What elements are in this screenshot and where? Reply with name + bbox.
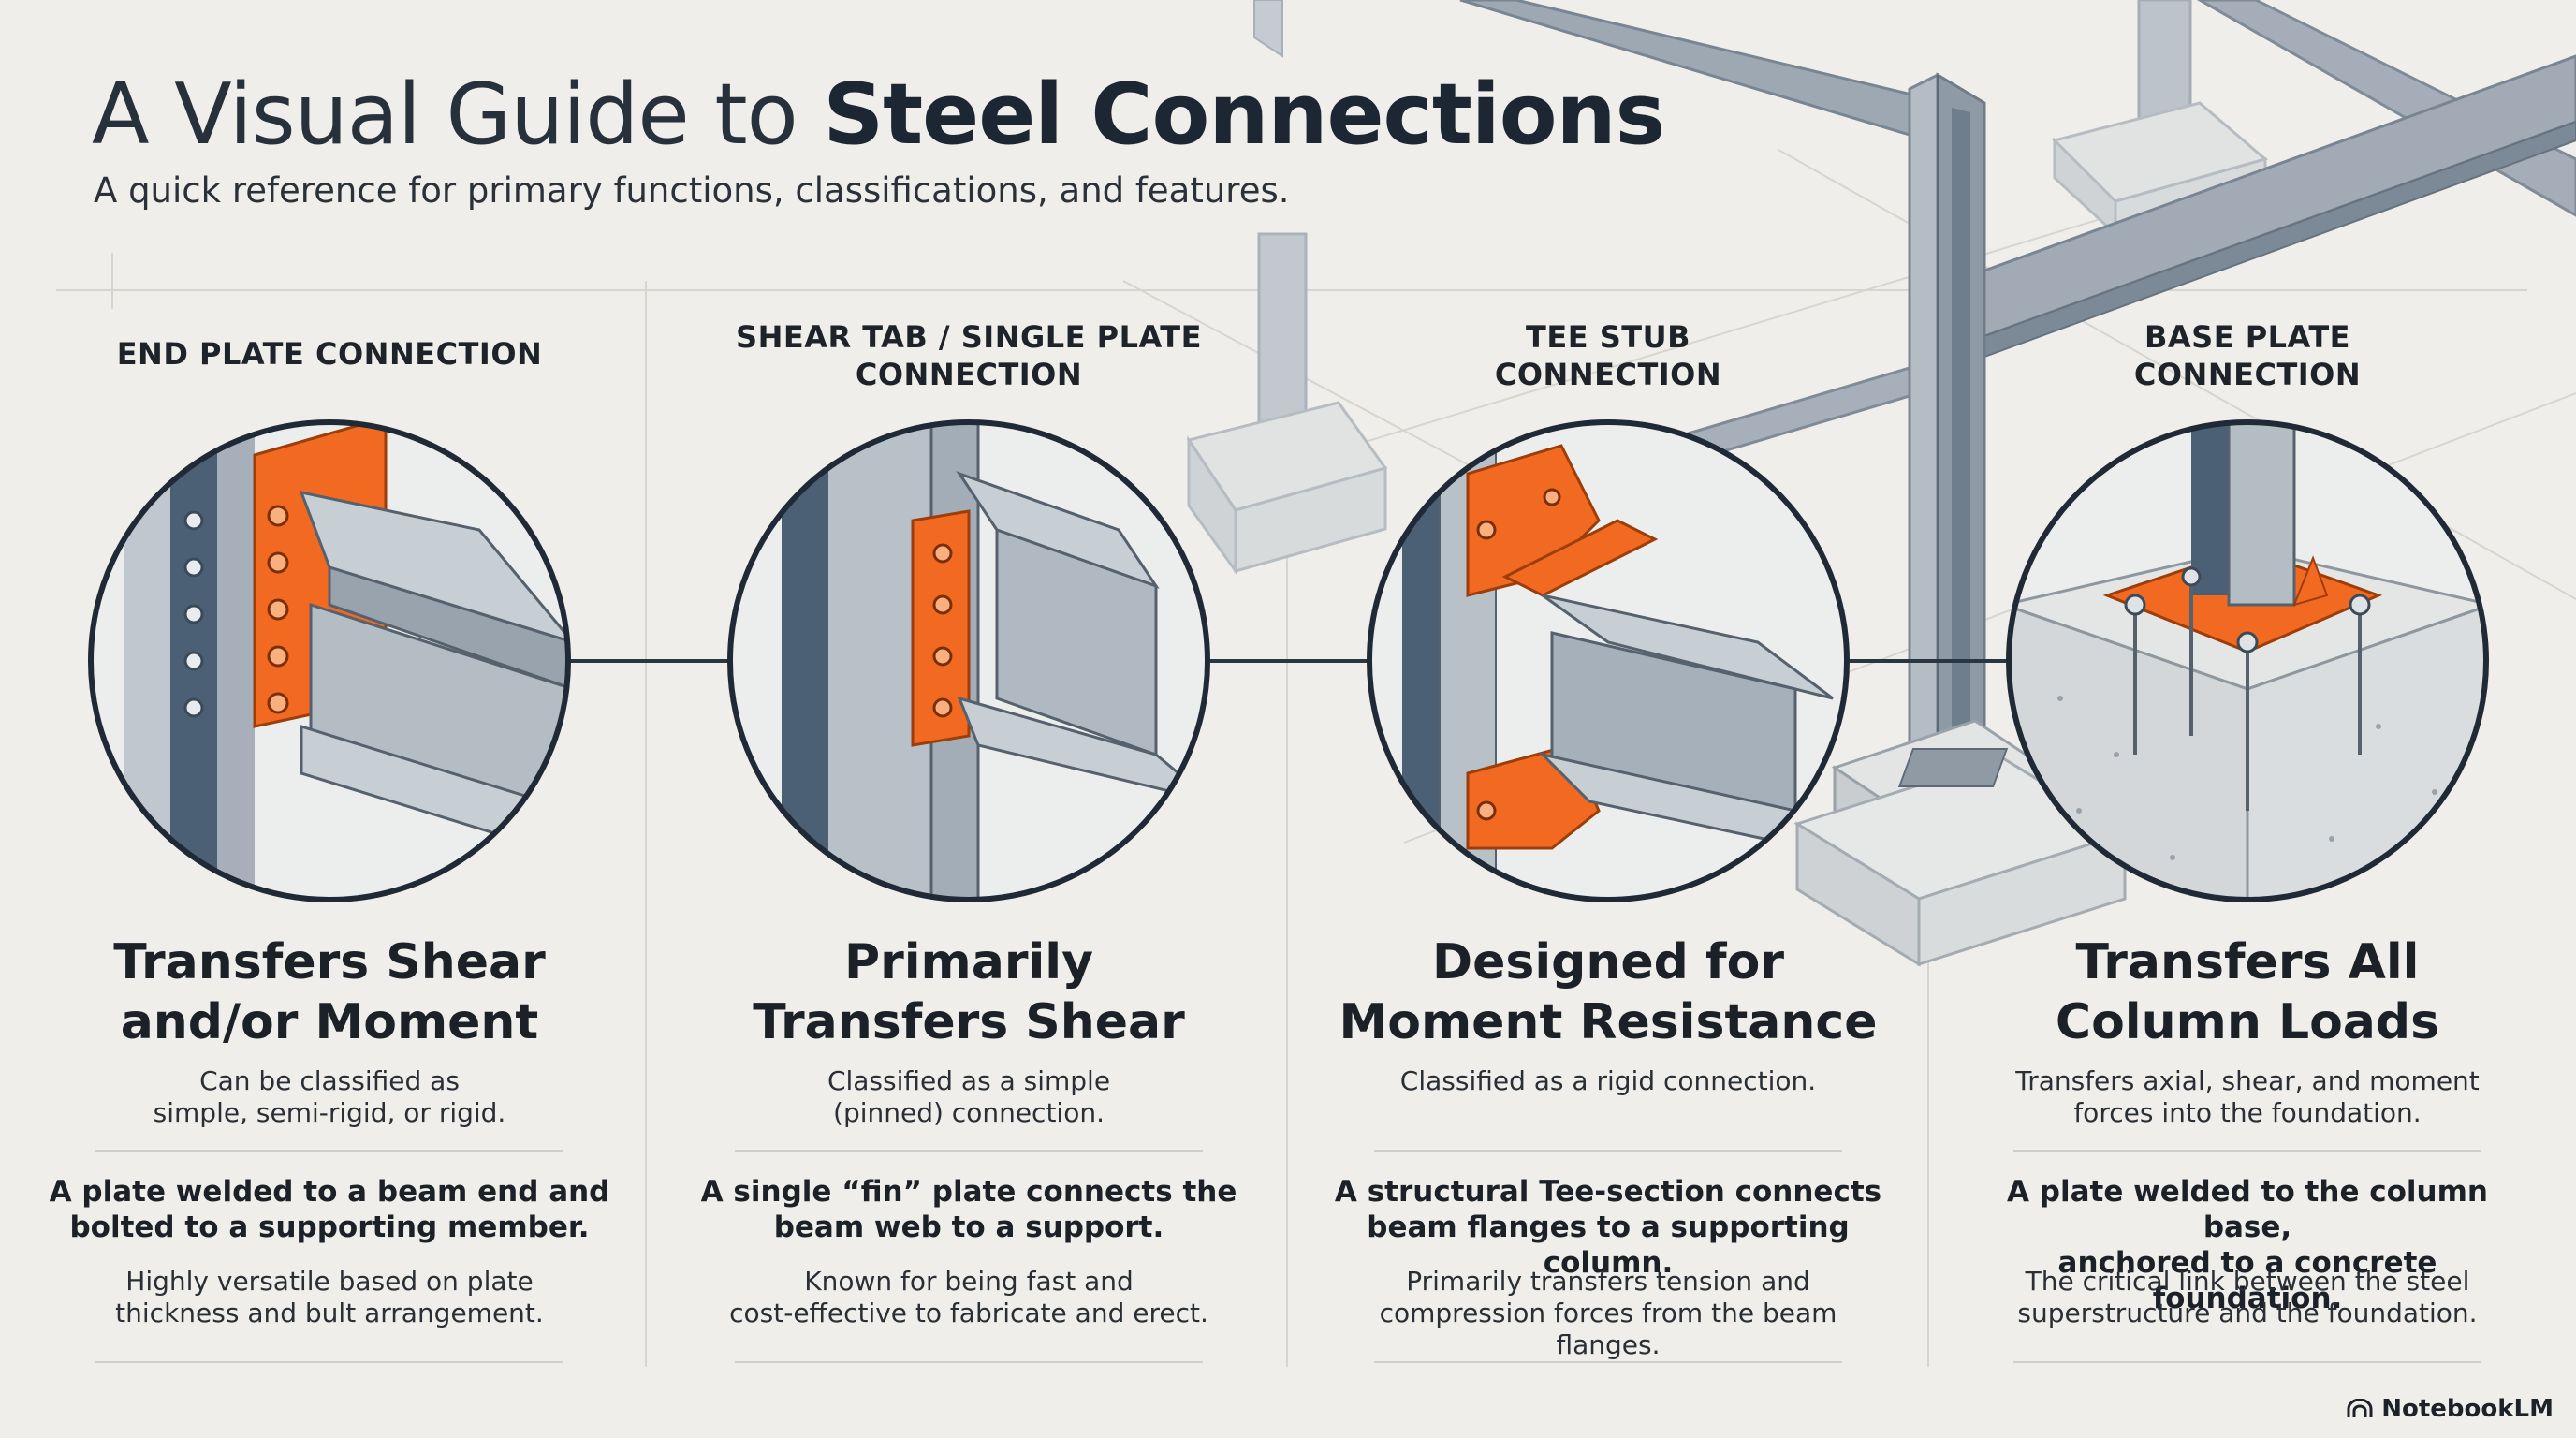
divider bbox=[2013, 1361, 2481, 1363]
description-text: A single “fin” plate connects the beam w… bbox=[700, 1175, 1237, 1244]
base-plate-connection-illustration bbox=[2006, 419, 2489, 902]
page-subtitle: A quick reference for primary functions,… bbox=[94, 170, 1290, 211]
description-text: A plate welded to the column base, ancho… bbox=[2007, 1175, 2488, 1315]
divider bbox=[735, 1150, 1203, 1152]
description-text: A plate welded to a beam end and bolted … bbox=[49, 1175, 610, 1244]
connection-type-label: SHEAR TAB / SINGLE PLATE CONNECTION bbox=[736, 319, 1202, 392]
feature-note: Primarily transfers tension and compress… bbox=[1379, 1266, 1837, 1360]
connection-type-label: END PLATE CONNECTION bbox=[116, 336, 543, 372]
notebooklm-logo-icon bbox=[2347, 1399, 2373, 1417]
background-column-left bbox=[1186, 232, 1388, 576]
shear-tab-plate-shape bbox=[911, 509, 971, 747]
classification-text: Classified as a rigid connection. bbox=[1399, 1065, 1817, 1096]
primary-function-headline: Transfers Shear and/or Moment bbox=[113, 934, 546, 1050]
column-bolt-icons bbox=[183, 510, 204, 718]
brand-name: NotebookLM bbox=[2381, 1395, 2554, 1423]
divider bbox=[1374, 1361, 1842, 1363]
classification-text: Transfers axial, shear, and moment force… bbox=[2015, 1065, 2480, 1128]
primary-function-headline: Transfers All Column Loads bbox=[2055, 934, 2440, 1050]
background-main-footing bbox=[1793, 719, 2129, 967]
end-plate-connection-illustration bbox=[88, 419, 571, 902]
primary-function-headline: Primarily Transfers Shear bbox=[753, 934, 1185, 1050]
feature-note: Known for being fast and cost-effective … bbox=[729, 1266, 1208, 1328]
divider bbox=[1374, 1150, 1842, 1152]
background-diagonal-beam bbox=[1664, 54, 2576, 471]
anchor-bolt-icons bbox=[2124, 566, 2371, 653]
page-title-bold: Steel Connections bbox=[823, 66, 1665, 164]
base-plate-connection-card: BASE PLATE CONNECTION Transfers All Colu… bbox=[1967, 0, 2528, 1438]
tee-stub-connection-card: TEE STUB CONNECTION Designed for Moment … bbox=[1327, 0, 1889, 1438]
classification-text: Can be classified as simple, semi-rigid,… bbox=[153, 1065, 506, 1128]
shear-tab-connection-illustration bbox=[727, 419, 1210, 902]
background-main-column bbox=[1908, 72, 1986, 808]
description-text: A structural Tee-section connects beam f… bbox=[1334, 1175, 1882, 1280]
feature-note: Highly versatile based on plate thicknes… bbox=[115, 1266, 544, 1328]
divider bbox=[735, 1361, 1203, 1363]
feature-note: The critical link between the steel supe… bbox=[2017, 1266, 2478, 1328]
connection-type-label: BASE PLATE CONNECTION bbox=[2133, 319, 2362, 392]
shear-tab-connection-card: SHEAR TAB / SINGLE PLATE CONNECTION Prim… bbox=[688, 0, 1250, 1438]
primary-function-headline: Designed for Moment Resistance bbox=[1339, 934, 1878, 1050]
divider bbox=[95, 1150, 564, 1152]
page-title-light: A Visual Guide to bbox=[92, 66, 824, 164]
tee-stub-connection-illustration bbox=[1367, 419, 1850, 902]
divider bbox=[2013, 1150, 2481, 1152]
classification-text: Classified as a simple (pinned) connecti… bbox=[827, 1065, 1111, 1128]
connection-type-label: TEE STUB CONNECTION bbox=[1494, 319, 1722, 392]
page-title: A Visual Guide to Steel Connections bbox=[92, 66, 1665, 164]
notebooklm-brand: NotebookLM bbox=[2346, 1395, 2554, 1423]
end-plate-connection-card: END PLATE CONNECTION Transfers Shear and… bbox=[49, 0, 610, 1438]
divider bbox=[95, 1361, 564, 1363]
